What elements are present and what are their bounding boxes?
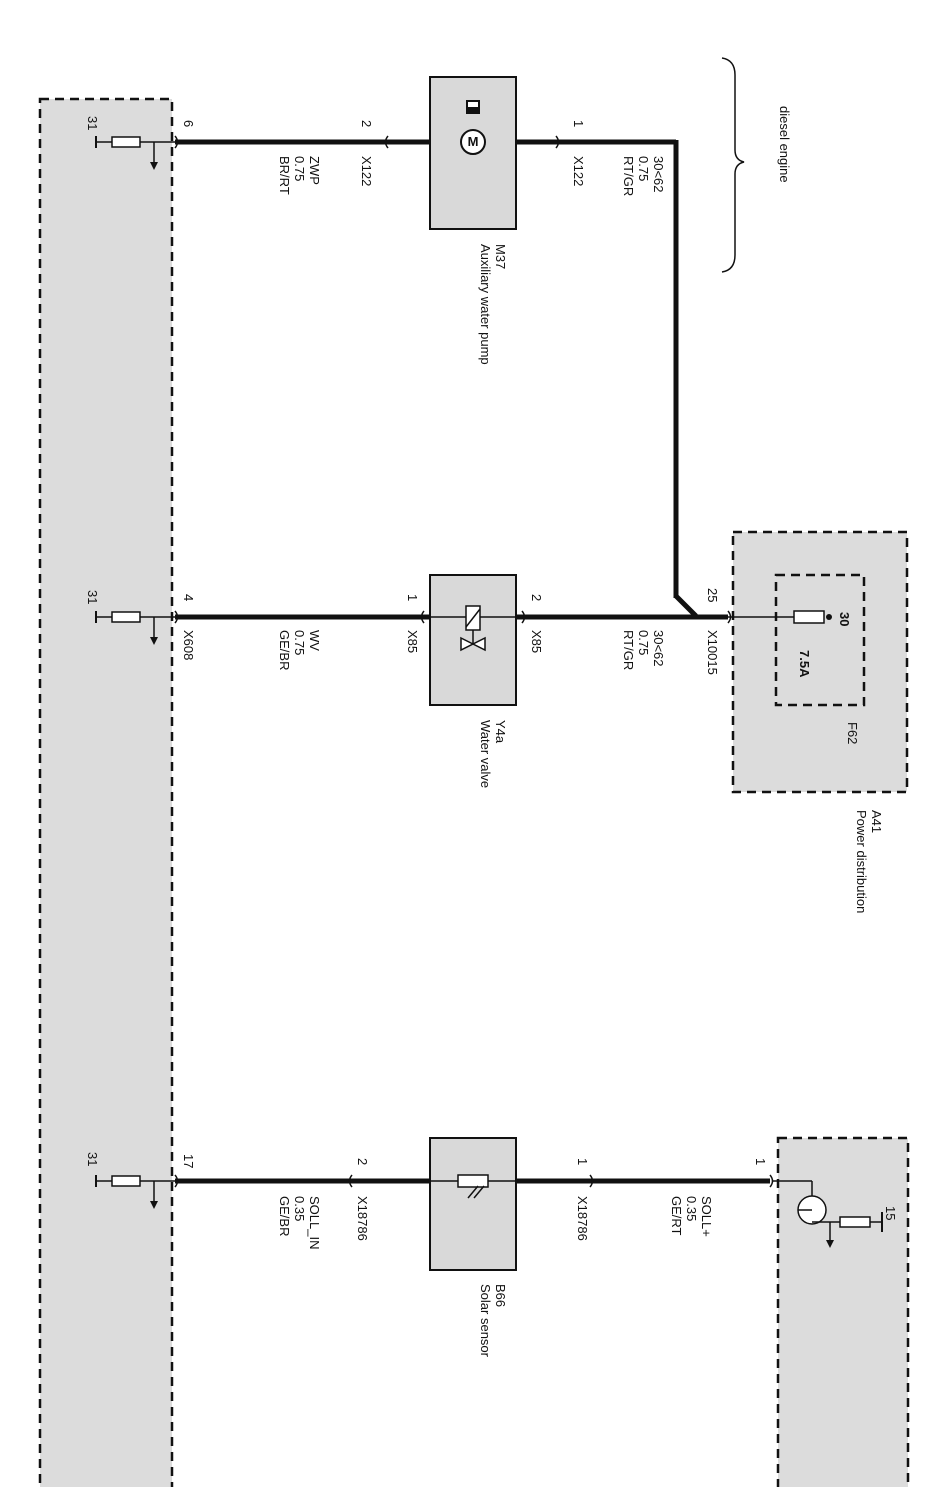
fuse-id-label: F62 (845, 722, 860, 744)
wire-color: GE/BR (277, 630, 292, 670)
gnd-pin-label: 31 (85, 116, 100, 130)
connector-label: X18786 (575, 1196, 590, 1241)
supply-pin-label: 15 (883, 1206, 898, 1220)
connector-mark (589, 1174, 594, 1188)
left-control-module (38, 97, 174, 1487)
fuse-f62-box (774, 573, 866, 707)
wire-color: GE/BR (277, 1196, 292, 1236)
connector-label: X85 (405, 630, 420, 653)
pin-label: 2 (529, 594, 544, 601)
wire-color: RT/GR (621, 630, 636, 670)
wire-color: GE/RT (669, 1196, 684, 1236)
connector-mark (420, 610, 425, 624)
pin-label: 2 (355, 1158, 370, 1165)
ground-arrow-icon (150, 1201, 158, 1209)
wire-gauge: 0.75 (292, 630, 307, 655)
module-pin-label: 17 (181, 1154, 196, 1168)
power-distribution-box (731, 530, 909, 794)
wire-code: SOLL+ (699, 1196, 714, 1237)
resistor-icon (111, 1175, 141, 1187)
wire-code: SOLL_IN (307, 1196, 322, 1249)
motor-icon (460, 129, 486, 155)
diesel-engine-brace (721, 57, 745, 273)
connector-mark (727, 610, 732, 624)
wire-code: 30<62 (651, 630, 666, 667)
ground-arrow-icon (150, 162, 158, 170)
connector-mark (174, 610, 179, 624)
diesel-engine-label: diesel engine (777, 106, 792, 183)
module-pin-label: 6 (181, 120, 196, 127)
right-control-module (776, 1136, 910, 1487)
pin-label: 25 (705, 588, 720, 602)
gnd-pin-label: 31 (85, 590, 100, 604)
wire-feed-bend (674, 594, 698, 618)
wire-code: WV (307, 630, 322, 651)
connector-label: X85 (529, 630, 544, 653)
connector-mark (521, 610, 526, 624)
gnd-pin-label: 31 (85, 1152, 100, 1166)
pin-label: 2 (359, 120, 374, 127)
pin-label: 1 (753, 1158, 768, 1165)
component-name: Auxiliary water pump (478, 244, 493, 365)
pin-label: 1 (571, 120, 586, 127)
connector-mark (555, 135, 560, 149)
resistor-icon (839, 1216, 871, 1228)
b66-component (429, 1137, 517, 1271)
connector-mark (348, 1174, 353, 1188)
ground-arrow-icon (826, 1240, 834, 1248)
component-id: B66 (493, 1284, 508, 1307)
wire-gauge: 0.75 (636, 630, 651, 655)
wire-color: BR/RT (277, 156, 292, 195)
connector-label: X10015 (705, 630, 720, 675)
solar-sensor-icon (457, 1174, 489, 1188)
component-id: Y4a (493, 720, 508, 744)
wire-gauge: 0.35 (292, 1196, 307, 1221)
ground-arrow-icon (150, 637, 158, 645)
wire-gauge: 0.75 (636, 156, 651, 181)
connector-label: X122 (571, 156, 586, 186)
pin-label: 1 (405, 594, 420, 601)
component-id: M37 (493, 244, 508, 269)
component-name: Solar sensor (478, 1284, 493, 1358)
module-pin-label: 4 (181, 594, 196, 601)
wire-gauge: 0.75 (292, 156, 307, 181)
fuse-icon (793, 610, 825, 624)
wire-code: 30<62 (651, 156, 666, 193)
svg-text:M: M (468, 134, 479, 149)
fuse-rating-label: 7.5A (797, 650, 812, 678)
component-name: Water valve (478, 720, 493, 788)
connector-mark (384, 135, 389, 149)
resistor-icon (111, 611, 141, 623)
power-dist-name: Power distribution (854, 810, 869, 913)
wire-gauge: 0.35 (684, 1196, 699, 1221)
connector-label: X122 (359, 156, 374, 186)
fuse-pin-label: 30 (837, 612, 852, 626)
resistor-icon (111, 136, 141, 148)
module-connector-label: X608 (181, 630, 196, 660)
pin-label: 1 (575, 1158, 590, 1165)
connector-mark (174, 135, 179, 149)
power-dist-id: A41 (869, 810, 884, 833)
wire-color: RT/GR (621, 156, 636, 196)
wire-code: ZWP (307, 156, 322, 185)
connector-mark (174, 1174, 179, 1188)
connector-label: X18786 (355, 1196, 370, 1241)
